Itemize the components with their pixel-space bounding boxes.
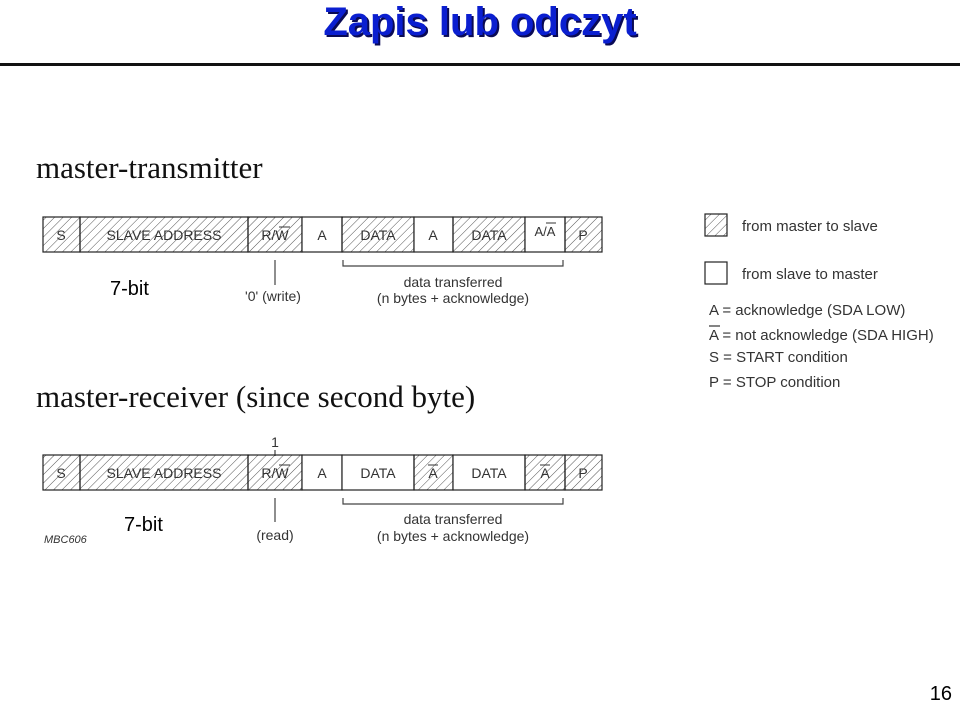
- field-label: SLAVE ADDRESS: [107, 227, 222, 243]
- field-slave-address: [79, 216, 249, 253]
- field-label: A: [428, 465, 438, 481]
- field-label: P: [578, 465, 587, 481]
- data-bracket: [342, 498, 564, 505]
- field-data: [452, 216, 526, 253]
- title-underline: [0, 63, 960, 66]
- rw-value: '0' (write): [245, 288, 301, 304]
- field-label: A/A: [535, 224, 556, 239]
- receiver-7bit-label: 7-bit: [124, 514, 163, 536]
- legend-hatched-swatch: [704, 213, 728, 237]
- transmitter-heading: master-transmitter: [36, 150, 263, 185]
- figure-code: MBC606: [44, 534, 88, 546]
- legend-master-to-slave: from master to slave: [742, 218, 878, 235]
- data-bracket: [342, 260, 564, 267]
- field-label: R/W: [261, 465, 289, 481]
- field-stop: [564, 216, 603, 253]
- field-label: DATA: [360, 465, 396, 481]
- field-rw: [247, 454, 303, 491]
- legend-def: S = START condition: [709, 349, 848, 366]
- field-label: A: [428, 227, 438, 243]
- field-label: A: [540, 465, 550, 481]
- field-label: S: [56, 227, 65, 243]
- field-rw: [247, 216, 303, 253]
- data-note: (n bytes + acknowledge): [377, 528, 529, 544]
- field-data: [341, 454, 415, 491]
- field-label: DATA: [471, 227, 507, 243]
- transmitter-7bit-label: 7-bit: [110, 278, 149, 300]
- field-ack: [301, 216, 343, 253]
- field-label: DATA: [360, 227, 396, 243]
- field-ack-nack: [524, 216, 566, 253]
- field-data: [341, 216, 415, 253]
- data-note: (n bytes + acknowledge): [377, 290, 529, 306]
- field-slave-address: [79, 454, 249, 491]
- legend-slave-to-master: from slave to master: [742, 266, 878, 283]
- rw-bit-value: 1: [271, 434, 279, 450]
- field-label: P: [578, 227, 587, 243]
- field-stop: [564, 454, 603, 491]
- legend-def: P = STOP condition: [709, 374, 840, 391]
- field-label: A: [317, 465, 327, 481]
- legend: from master to slave from slave to maste…: [704, 213, 934, 391]
- transmitter-frame: S SLAVE ADDRESS R/W A DATA A DATA A/A P …: [42, 216, 603, 306]
- field-ack: [413, 216, 454, 253]
- page-number: 16: [929, 683, 952, 705]
- field-label: A: [317, 227, 327, 243]
- field-data: [452, 454, 526, 491]
- field-label: R/W: [261, 227, 289, 243]
- field-ack: [301, 454, 343, 491]
- field-start: [42, 454, 81, 491]
- legend-plain-swatch: [704, 261, 728, 285]
- legend-def: A = acknowledge (SDA LOW): [709, 302, 905, 319]
- data-note: data transferred: [404, 274, 503, 290]
- legend-def: A = not acknowledge (SDA HIGH): [709, 327, 934, 344]
- slide-title: Zapis lub odczyt: [323, 0, 637, 44]
- rw-value: (read): [256, 527, 293, 543]
- receiver-heading: master-receiver (since second byte): [36, 379, 476, 414]
- data-note: data transferred: [404, 511, 503, 527]
- field-label: SLAVE ADDRESS: [107, 465, 222, 481]
- field-label: DATA: [471, 465, 507, 481]
- field-ack: [413, 454, 454, 491]
- field-label: S: [56, 465, 65, 481]
- receiver-frame: 1 S SLAVE ADDRESS R/W A DATA A DATA A P …: [42, 434, 603, 546]
- field-nack: [524, 454, 566, 491]
- field-start: [42, 216, 81, 253]
